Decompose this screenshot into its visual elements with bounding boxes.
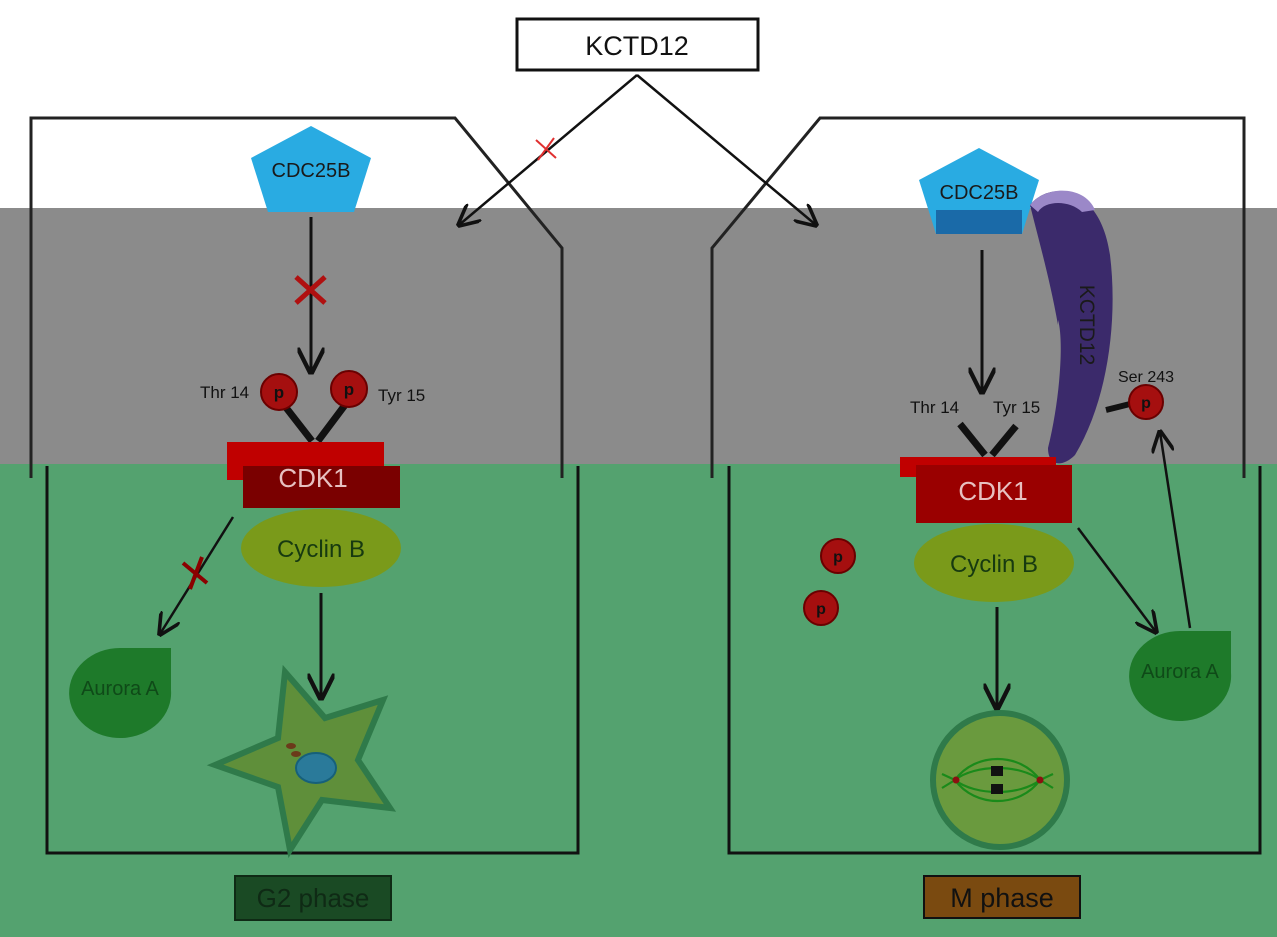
aurora-a-right (1129, 631, 1232, 721)
cyclin-b-right-label: Cyclin B (950, 551, 1038, 578)
g2-lower-box (45, 466, 580, 855)
aurora-a-left (69, 648, 172, 738)
gray-band-left (0, 223, 480, 253)
red-x-mark-aurora-left (181, 556, 209, 590)
g2-phase-box (234, 875, 392, 921)
mitotic-cell (930, 710, 1070, 850)
free-phosphate-1-label: p (833, 549, 843, 566)
centrosome-icon-2 (291, 751, 301, 757)
tyr15-bond-right (989, 423, 1019, 458)
phospho-ser243 (1128, 384, 1164, 420)
ser243-label: Ser 243 (1118, 369, 1174, 386)
kctd12-binding-shape (1030, 191, 1113, 464)
aurora-a-left-label: Aurora A (81, 678, 159, 700)
red-x-mark-left (294, 275, 327, 305)
spindle-pole-left (952, 776, 960, 784)
kctd12-title-box (515, 17, 760, 72)
phospho-tyr15-left (330, 370, 368, 408)
thr14-left-label: Thr 14 (200, 383, 249, 402)
g2-phase-label: G2 phase (257, 883, 370, 913)
m-phase-box (923, 875, 1081, 919)
cyclin-b-left (241, 509, 401, 587)
aurora-a-right-label: Aurora A (1141, 661, 1219, 683)
nucleus-icon (295, 752, 337, 784)
cdk1-to-aurora-right (1077, 527, 1156, 632)
thr14-bond-left (281, 402, 315, 444)
cdc25b-left-pentagon (251, 126, 371, 212)
kctd12-shape-highlight (1030, 190, 1095, 212)
free-phosphate-1 (820, 538, 856, 574)
free-phosphate-2 (803, 590, 839, 626)
tyr15-left-label: Tyr 15 (378, 386, 425, 405)
m-lower-box (727, 466, 1262, 855)
chromosome-1 (991, 766, 1003, 776)
phospho-thr14-left (260, 373, 298, 411)
centrosome-icon (286, 743, 296, 749)
m-cell-outline (710, 116, 1246, 478)
kctd12-side-label: KCTD12 (1075, 285, 1098, 366)
m-phase-label: M phase (950, 883, 1054, 913)
small-x-mark (535, 137, 557, 161)
g2-cell-outline (29, 116, 564, 478)
cdc25b-left-label: CDC25B (272, 160, 351, 182)
cdc25b-right-shade (936, 210, 1022, 234)
free-phosphate-2-label: p (816, 601, 826, 618)
green-background (0, 464, 1277, 937)
cdk1-right-box (916, 465, 1072, 523)
phospho-tyr15-left-label: p (344, 380, 354, 399)
tyr15-right-label: Tyr 15 (993, 398, 1040, 417)
ser243-bond (1105, 401, 1131, 413)
aurora-to-ser243 (1160, 432, 1192, 629)
cdc25b-right-label: CDC25B (940, 182, 1019, 204)
kctd12-title: KCTD12 (585, 31, 689, 61)
cyclin-b-right (914, 524, 1074, 602)
cyclin-b-left-label: Cyclin B (277, 536, 365, 563)
thr14-right-label: Thr 14 (910, 398, 959, 417)
phospho-ser243-label: p (1141, 395, 1151, 412)
spindle-pole-right (1036, 776, 1044, 784)
tyr15-bond-left (315, 402, 348, 444)
cdk1-left-label: CDK1 (278, 463, 347, 493)
phospho-thr14-left-label: p (274, 383, 284, 402)
arrow-m-phase (636, 74, 816, 225)
thr14-bond-right (957, 421, 988, 458)
cdk1-left-box (243, 466, 400, 508)
chromosome-2 (991, 784, 1003, 794)
cdk1-right-label: CDK1 (958, 476, 1027, 506)
